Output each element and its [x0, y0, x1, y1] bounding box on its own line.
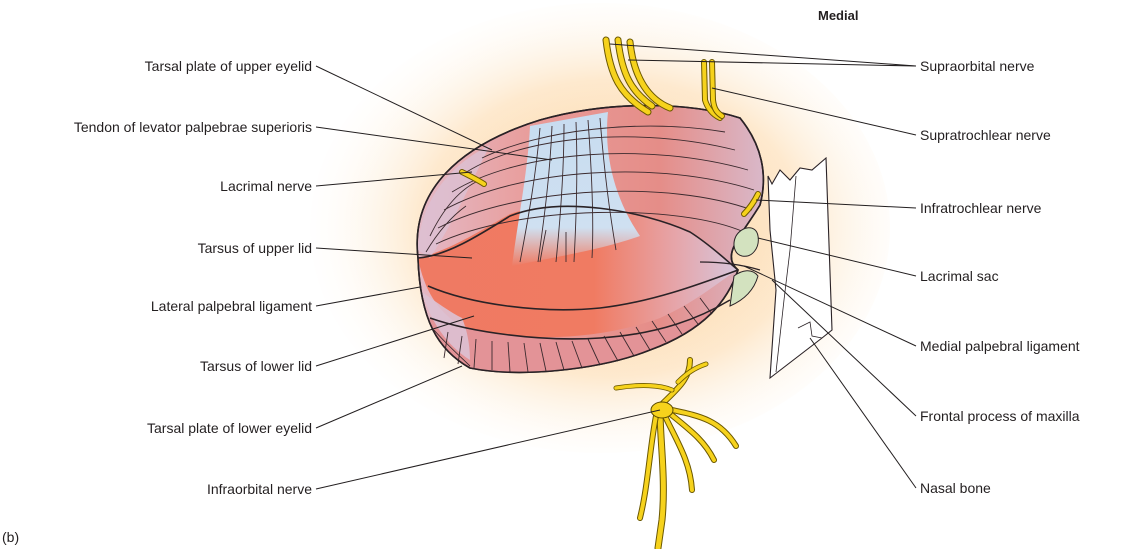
label-tarsal-plate-lower: Tarsal plate of lower eyelid [147, 420, 312, 436]
label-tarsus-upper: Tarsus of upper lid [198, 240, 312, 256]
right-labels: Supraorbital nerve Supratrochlear nerve … [920, 58, 1080, 496]
panel-label: (b) [2, 529, 19, 545]
left-labels: Tarsal plate of upper eyelid Tendon of l… [74, 58, 312, 497]
label-frontal-process: Frontal process of maxilla [920, 408, 1080, 424]
label-infraorbital-nerve: Infraorbital nerve [207, 481, 312, 497]
label-lateral-palpebral: Lateral palpebral ligament [151, 298, 312, 314]
label-supraorbital-nerve: Supraorbital nerve [920, 58, 1035, 74]
label-tarsal-plate-upper: Tarsal plate of upper eyelid [145, 58, 312, 74]
label-medial-palpebral: Medial palpebral ligament [920, 338, 1080, 354]
label-levator-tendon: Tendon of levator palpebrae superioris [74, 119, 312, 135]
label-nasal-bone: Nasal bone [920, 480, 991, 496]
label-lacrimal-sac: Lacrimal sac [920, 268, 999, 284]
orientation-label: Medial [818, 8, 858, 23]
leader-nasal-bone [810, 338, 916, 488]
label-infratrochlear-nerve: Infratrochlear nerve [920, 200, 1042, 216]
label-tarsus-lower: Tarsus of lower lid [200, 358, 312, 374]
label-supratrochlear-nerve: Supratrochlear nerve [920, 127, 1051, 143]
label-lacrimal-nerve: Lacrimal nerve [220, 178, 312, 194]
